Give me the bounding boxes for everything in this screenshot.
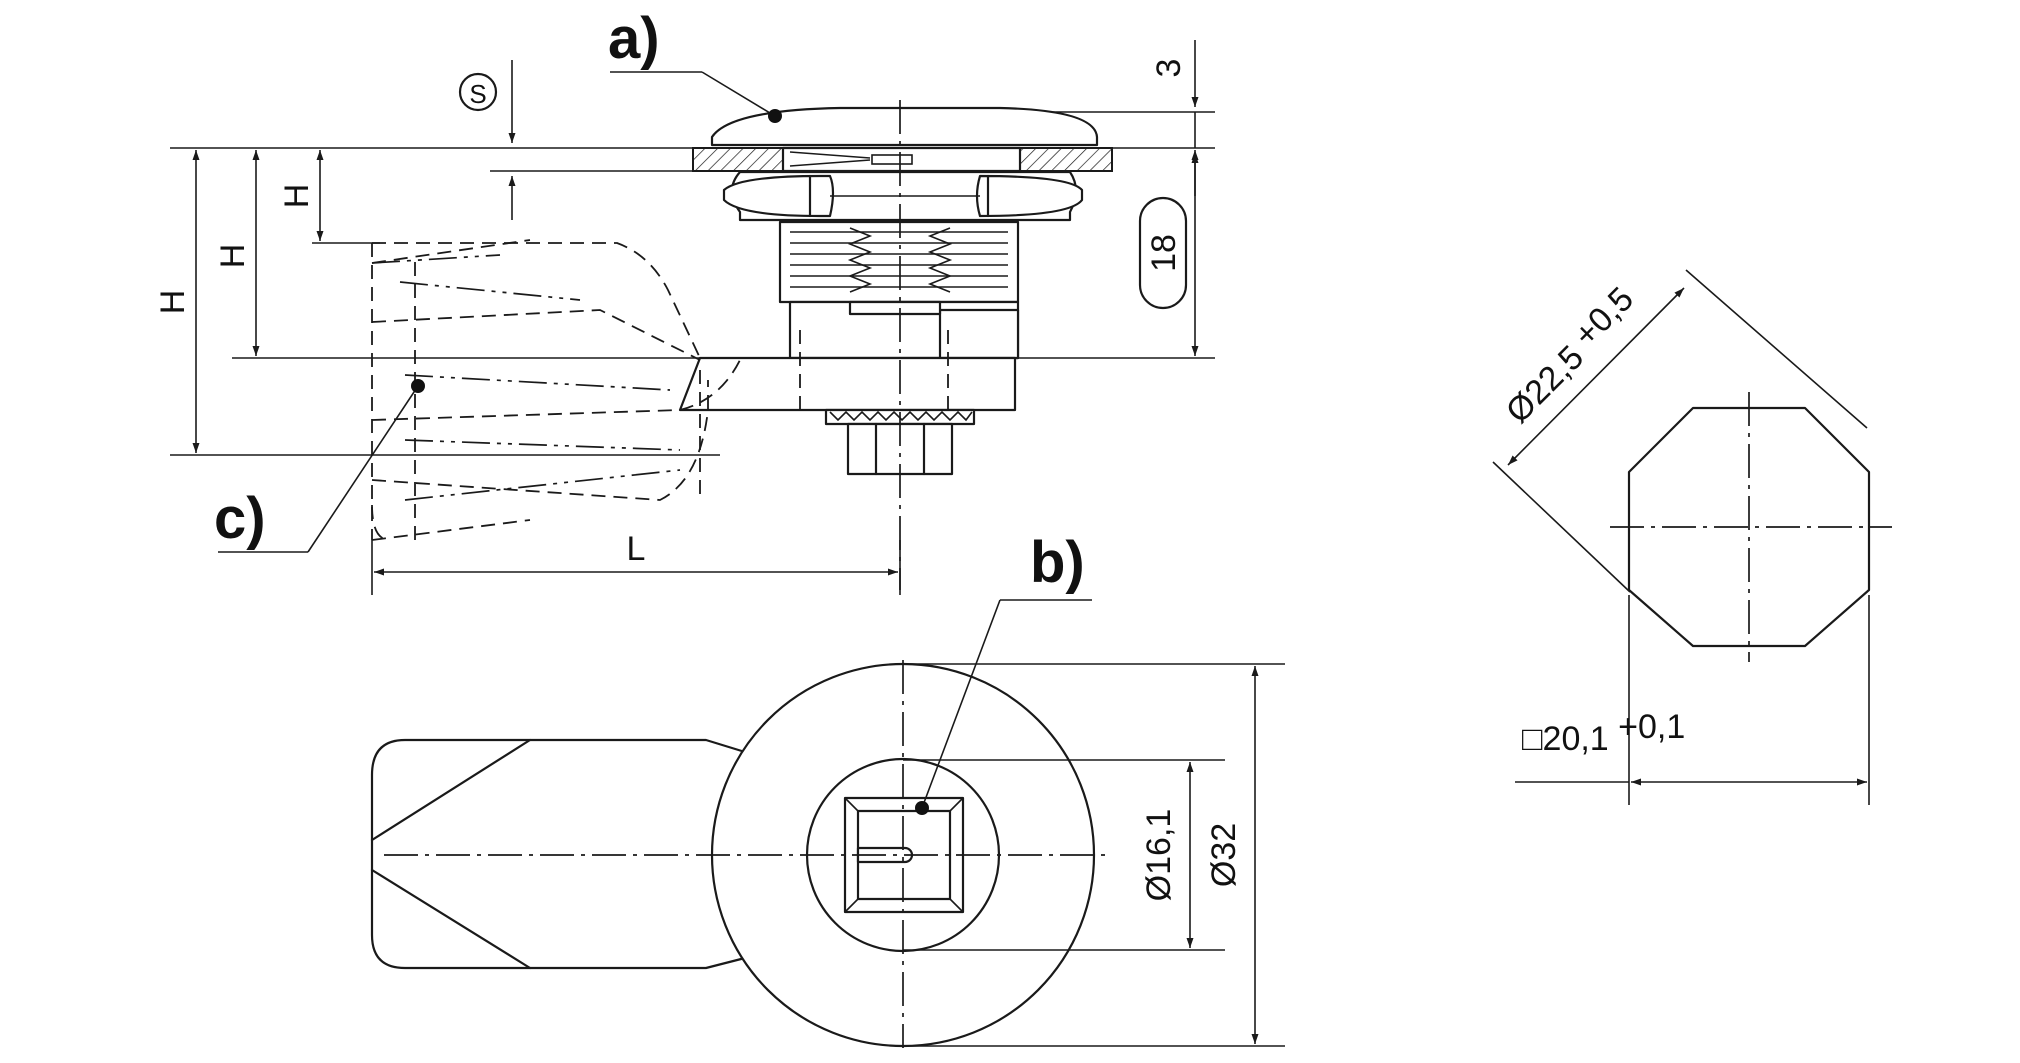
panel-cutout-view: Ø22,5 +0,5 □20,1 +0,1 (1492, 269, 1892, 805)
front-dimensions: Ø16,1 Ø32 (903, 663, 1285, 1047)
dim-d22-label: Ø22,5 +0,5 (1495, 280, 1646, 431)
dim-square-tolerance: +0,1 (1618, 708, 1685, 746)
dim-length-label: L (627, 530, 646, 568)
side-dimensions: 3 18 S H H H L (154, 40, 1199, 576)
cam-front-view (370, 738, 747, 970)
callout-b-label: b) (1030, 530, 1085, 595)
panel-section-right (1019, 147, 1113, 172)
cam-bevel-top (370, 738, 532, 842)
panel-section-left (692, 147, 784, 172)
dim-square-label: □20,1 +0,1 (1522, 708, 1685, 758)
dim-d32-label: Ø32 (1205, 823, 1243, 887)
callout-b: b) (915, 530, 1092, 815)
dim-d22-base: Ø22,5 (1499, 338, 1591, 430)
callout-c: c) (214, 379, 425, 553)
dim-18-frame (1138, 196, 1188, 310)
callout-a-label: a) (608, 6, 660, 71)
callout-a: a) (608, 6, 782, 123)
cam-lever (678, 356, 1017, 412)
dim-d16-label: Ø16,1 (1140, 809, 1178, 902)
dim-h-mid-label: H (214, 244, 252, 269)
threaded-body (778, 220, 1020, 304)
callout-c-label: c) (214, 486, 266, 551)
dim-3-label: 3 (1150, 59, 1188, 78)
cam-bevel-bottom (370, 868, 532, 970)
nut-serration (829, 410, 973, 422)
cam-phantom-positions (371, 239, 741, 541)
thread-lines (790, 227, 1008, 293)
dim-s-label: S (469, 79, 486, 109)
dim-18-label: 18 (1145, 234, 1183, 272)
front-view (370, 660, 1110, 1048)
dim-square-base: □20,1 (1522, 720, 1609, 758)
dim-h-small-label: H (278, 184, 316, 209)
dim-d22-line (1507, 287, 1685, 466)
dim-s-symbol (458, 72, 498, 112)
lock-head (710, 106, 1099, 147)
side-view (170, 100, 1215, 595)
dim-h-large-label: H (154, 290, 192, 315)
